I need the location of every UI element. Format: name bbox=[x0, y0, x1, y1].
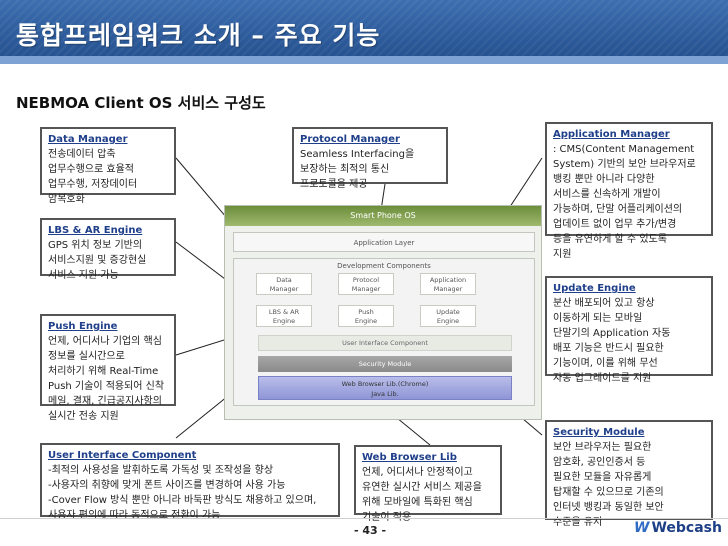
data-manager-box: Data Manager 전송데이터 압축 업무수행으로 효율적 업무수행, 저… bbox=[40, 127, 176, 205]
diagram-security-module: Security Module bbox=[258, 356, 512, 372]
security-module-box: Security Module 보안 브라우저는 필요한 암호화, 공인인증서 … bbox=[545, 420, 713, 528]
application-layer: Application Layer bbox=[233, 232, 535, 252]
diagram-lbs-engine: LBS & AR Engine bbox=[256, 305, 312, 327]
data-manager-title: Data Manager bbox=[48, 134, 128, 145]
diagram-ui-component: User Interface Component bbox=[258, 335, 512, 351]
diagram-protocol-manager: Protocol Manager bbox=[338, 273, 394, 295]
webcash-logo-mark: W bbox=[634, 520, 650, 536]
header-accent-bar bbox=[0, 56, 728, 64]
development-components-layer: Development Components Data Manager Prot… bbox=[233, 258, 535, 406]
diagram-web-browser-lib-line1: Web Browser Lib.(Chrome) bbox=[341, 380, 429, 388]
ui-component-title: User Interface Component bbox=[48, 450, 197, 461]
push-engine-title: Push Engine bbox=[48, 321, 118, 332]
diagram-application-manager: Application Manager bbox=[420, 273, 476, 295]
protocol-manager-title: Protocol Manager bbox=[300, 134, 400, 145]
update-engine-title: Update Engine bbox=[553, 283, 636, 294]
ui-component-box: User Interface Component -최적의 사용성을 발휘하도록… bbox=[40, 443, 340, 521]
architecture-diagram: Smart Phone OS Application Layer Develop… bbox=[224, 205, 542, 420]
push-engine-box: Push Engine 언제, 어디서나 기업의 핵심 정보를 실시간으로 처리… bbox=[40, 314, 176, 422]
slide-header: 통합프레임워크 소개 – 주요 기능 bbox=[0, 0, 728, 64]
security-module-title: Security Module bbox=[553, 427, 645, 438]
diagram-update-engine: Update Engine bbox=[420, 305, 476, 327]
diagram-data-manager: Data Manager bbox=[256, 273, 312, 295]
protocol-manager-box: Protocol Manager Seamless Interfacing을 보… bbox=[292, 127, 448, 190]
footer-divider bbox=[0, 518, 728, 519]
diagram-java-lib-line: Java Lib. bbox=[371, 390, 399, 398]
web-browser-lib-title: Web Browser Lib bbox=[362, 452, 457, 463]
diagram-web-browser-lib: Web Browser Lib.(Chrome) Java Lib. bbox=[258, 376, 512, 400]
web-browser-lib-box: Web Browser Lib 언제, 어디서나 안정적이고 유연한 실시간 서… bbox=[354, 445, 502, 523]
lbs-engine-box: LBS & AR Engine GPS 위치 정보 기반의 서비스지원 및 증강… bbox=[40, 218, 176, 281]
development-components-title: Development Components bbox=[337, 262, 431, 270]
application-manager-title: Application Manager bbox=[553, 129, 670, 140]
slide-title: 통합프레임워크 소개 – 주요 기능 bbox=[16, 21, 381, 50]
update-engine-box: Update Engine 분산 배포되어 있고 항상 이동하게 되는 모바일 … bbox=[545, 276, 713, 384]
lbs-engine-title: LBS & AR Engine bbox=[48, 225, 143, 236]
application-manager-box: Application Manager : CMS(Content Manage… bbox=[545, 122, 713, 260]
section-subtitle: NEBMOA Client OS 서비스 구성도 bbox=[16, 94, 266, 112]
smartphone-os-layer: Smart Phone OS bbox=[225, 206, 541, 226]
diagram-push-engine: Push Engine bbox=[338, 305, 394, 327]
page-number: - 43 - bbox=[354, 524, 387, 537]
